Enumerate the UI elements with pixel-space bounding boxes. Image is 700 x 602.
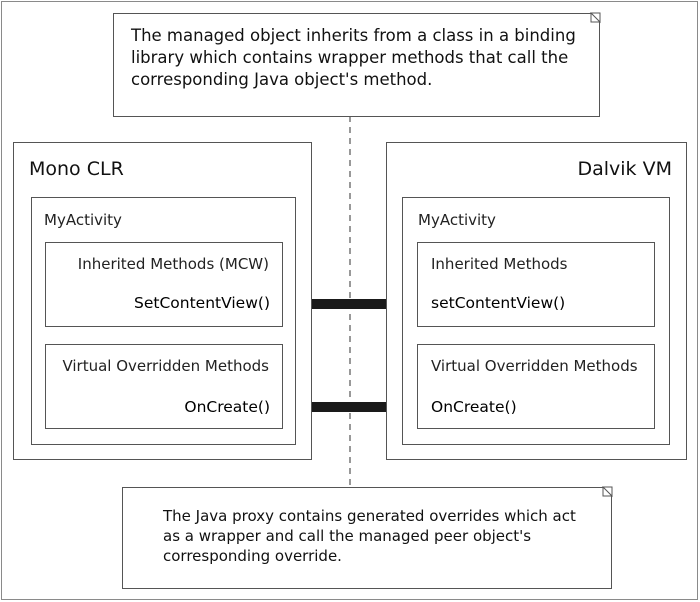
dalvik-inherited-label: Inherited Methods (431, 255, 568, 273)
mono-virtual-methods-box: Virtual Overridden Methods OnCreate() (45, 344, 283, 429)
bottom-note-line: The Java proxy contains generated overri… (163, 507, 576, 525)
top-note: The managed object inherits from a class… (113, 13, 600, 117)
mono-inherited-methods-box: Inherited Methods (MCW) SetContentView() (45, 242, 283, 327)
top-note-text: The managed object inherits from a class… (131, 25, 576, 91)
dalvik-setcontentview-method: setContentView() (431, 294, 566, 312)
dalvik-activity-label: MyActivity (418, 211, 496, 229)
top-note-line: The managed object inherits from a class… (131, 26, 576, 45)
mono-inherited-label: Inherited Methods (MCW) (77, 255, 269, 273)
mono-clr-title: Mono CLR (29, 158, 124, 180)
mono-setcontentview-method: SetContentView() (134, 294, 270, 312)
arrow-setcontentview (272, 293, 426, 315)
arrow-oncreate (276, 396, 427, 418)
bottom-note-text: The Java proxy contains generated overri… (163, 506, 576, 566)
dalvik-inherited-methods-box: Inherited Methods setContentView() (417, 242, 655, 327)
bottom-note-line: as a wrapper and call the managed peer o… (163, 527, 532, 546)
dalvik-virtual-label: Virtual Overridden Methods (431, 357, 638, 375)
bottom-note-line: corresponding override. (163, 547, 342, 566)
mono-virtual-label: Virtual Overridden Methods (62, 357, 269, 375)
dalvik-vm-title: Dalvik VM (577, 158, 672, 180)
mono-activity-label: MyActivity (44, 211, 122, 229)
dalvik-virtual-methods-box: Virtual Overridden Methods OnCreate() (417, 344, 655, 429)
dalvik-oncreate-method: OnCreate() (431, 398, 517, 416)
mono-oncreate-method: OnCreate() (184, 398, 270, 416)
bottom-note: The Java proxy contains generated overri… (122, 487, 612, 589)
top-note-line: corresponding Java object's method. (131, 70, 433, 90)
top-note-line: library which contains wrapper methods t… (131, 48, 569, 68)
